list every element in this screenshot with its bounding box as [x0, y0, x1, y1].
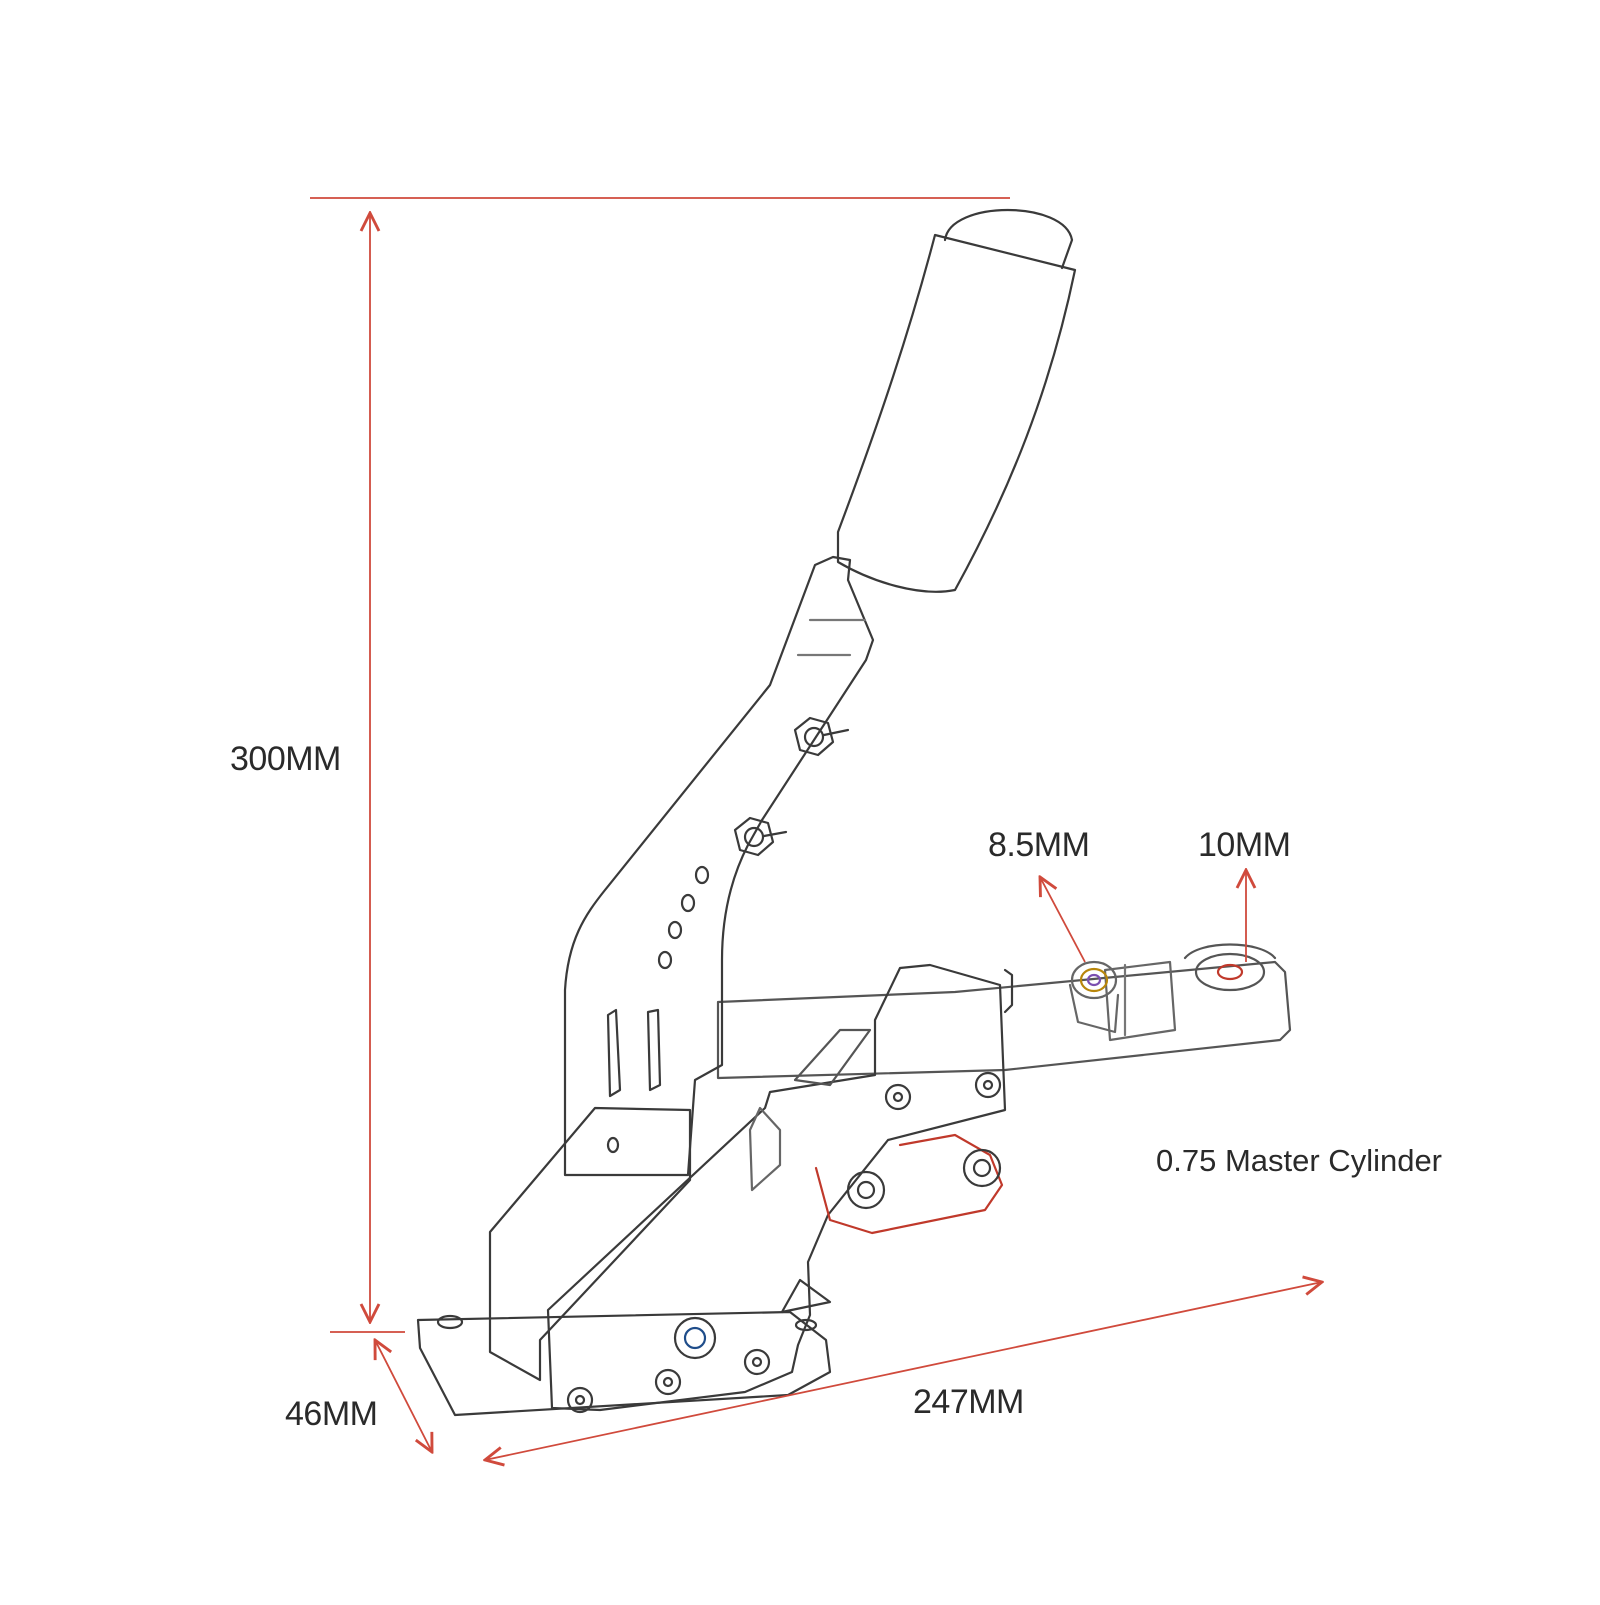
lever-bolts — [733, 716, 850, 857]
pivot-linkage — [793, 968, 1014, 1235]
port-small-dimension-label: 8.5MM — [988, 826, 1090, 864]
dimension-lines — [310, 197, 1322, 1460]
height-dimension-label: 300MM — [230, 740, 341, 778]
master-cylinder-note: 0.75 Master Cylinder — [1156, 1143, 1443, 1178]
lever-arm — [563, 555, 875, 1177]
port-small-leader — [1040, 877, 1086, 963]
rear-bracket — [488, 1106, 692, 1382]
length-dimension-line — [485, 1282, 1322, 1460]
length-dimension-label: 247MM — [913, 1383, 1024, 1421]
master-cylinder-body — [716, 943, 1292, 1080]
lever-grip — [836, 208, 1077, 593]
depth-dimension-label: 46MM — [285, 1395, 378, 1433]
depth-dimension-line — [375, 1340, 432, 1452]
handbrake-lever-illustration — [416, 208, 1292, 1417]
port-fittings — [1068, 960, 1120, 1034]
port-large-dimension-label: 10MM — [1198, 826, 1291, 864]
